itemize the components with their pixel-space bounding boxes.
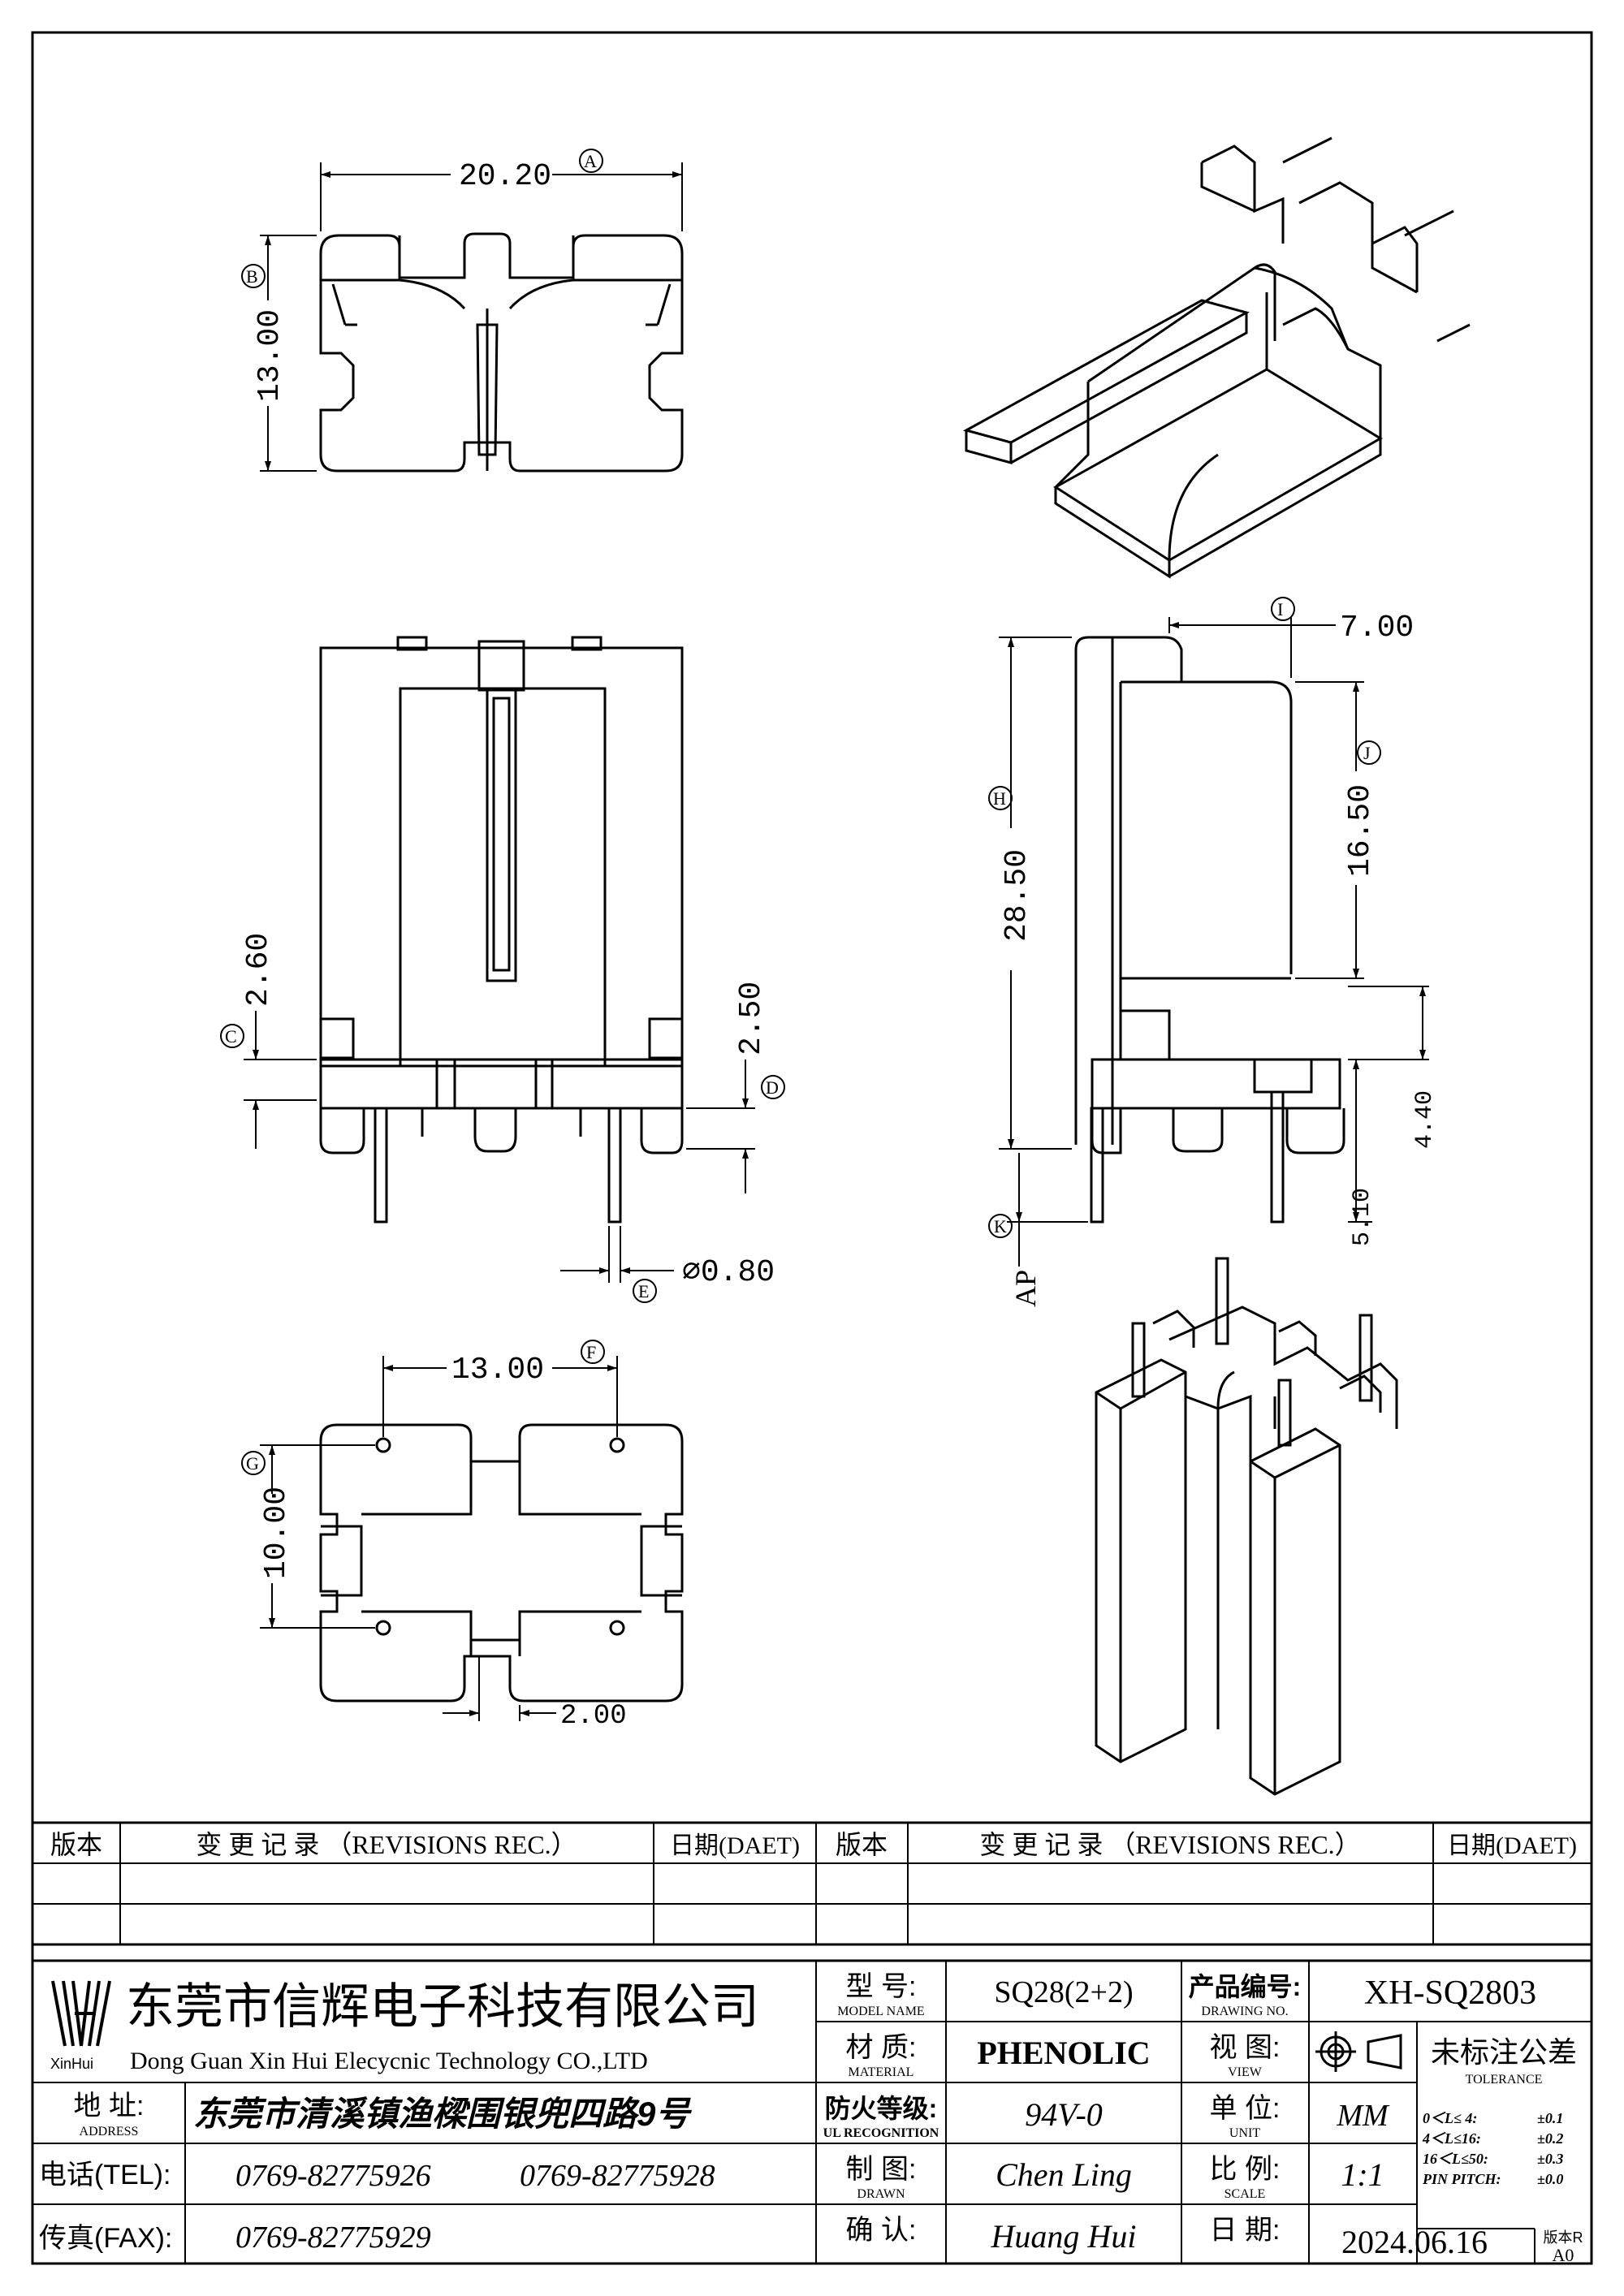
isometric-view-bottom	[1095, 1257, 1398, 1796]
dim-top-height: 13.00	[253, 309, 287, 402]
top-view	[319, 232, 684, 473]
dim-tag-a: A	[584, 151, 597, 171]
date-label: 日 期:	[1210, 2215, 1281, 2246]
dim-tag-k: K	[994, 1216, 1007, 1236]
dim-tag-j: J	[1363, 743, 1371, 763]
dim-tag-d: D	[766, 1077, 779, 1098]
isometric-view-top	[963, 136, 1471, 579]
bottom-view	[319, 1423, 684, 1703]
version-value: A0	[1553, 2245, 1574, 2265]
unit-label: 单 位:	[1210, 2093, 1281, 2124]
unit-value: MM	[1336, 2099, 1390, 2133]
dim-tag-f: F	[586, 1342, 596, 1362]
drawn-label-en: DRAWN	[857, 2187, 905, 2201]
title-block-grid	[31, 1959, 1593, 2265]
material-value: PHENOLIC	[977, 2035, 1150, 2071]
fax-label: 传真(FAX):	[39, 2223, 172, 2254]
tolerance-title-en: TOLERANCE	[1466, 2073, 1543, 2087]
dim-pin-dia: ∅0.80	[682, 1255, 775, 1290]
dim-side-ap: AP	[1009, 1270, 1042, 1307]
ul-label: 防火等级:	[825, 2094, 938, 2123]
fax-value: 0769-82775929	[235, 2220, 431, 2255]
top-view-dims	[241, 149, 683, 472]
address-label: 地 址:	[74, 2091, 145, 2121]
projection-symbol-icon	[1315, 2031, 1402, 2072]
revision-col-date: 日期(DAET)	[670, 1832, 800, 1859]
revision-col-record-2: 变 更 记 录 （REVISIONS REC.）	[979, 1830, 1360, 1859]
check-label: 确 认:	[846, 2215, 917, 2246]
dim-tag-h: H	[993, 788, 1006, 809]
drawn-label: 制 图:	[846, 2154, 917, 2185]
model-value: SQ28(2+2)	[994, 1975, 1133, 2009]
tolerance-title: 未标注公差	[1431, 2035, 1577, 2069]
tolerance-value-3: ±0.3	[1537, 2151, 1563, 2167]
dim-tag-c: C	[225, 1026, 237, 1047]
tel-value-2: 0769-82775928	[520, 2159, 715, 2193]
date-value: 2024.06.16	[1341, 2224, 1488, 2260]
drawing-no-value: XH-SQ2803	[1364, 1974, 1536, 2012]
revision-table	[31, 1821, 1593, 1946]
side-view	[1074, 636, 1345, 1224]
scale-value: 1:1	[1341, 2156, 1384, 2193]
company-name-en: Dong Guan Xin Hui Elecycnic Technology C…	[130, 2048, 648, 2074]
material-label: 材 质:	[846, 2032, 917, 2063]
logo-caption: XinHui	[50, 2056, 93, 2072]
model-label: 型 号:	[846, 1971, 917, 2002]
tolerance-range-4: PIN PITCH:	[1422, 2171, 1501, 2187]
check-value: Huang Hui	[991, 2218, 1137, 2255]
bottom-view-dims	[241, 1340, 618, 1721]
model-label-en: MODEL NAME	[837, 2005, 924, 2018]
tel-value-1: 0769-82775926	[235, 2159, 431, 2193]
dim-front-d: 2.50	[734, 982, 769, 1055]
dim-tag-i: I	[1277, 599, 1283, 619]
drawing-no-label-en: DRAWING NO.	[1201, 2005, 1288, 2018]
view-label: 视 图:	[1210, 2032, 1281, 2063]
dim-tag-b: B	[246, 266, 258, 287]
dim-side-width: 7.00	[1340, 611, 1414, 645]
tolerance-range-3: 16＜L≤50:	[1423, 2151, 1488, 2167]
material-label-en: MATERIAL	[849, 2065, 914, 2079]
revision-col-record: 变 更 记 录 （REVISIONS REC.）	[196, 1830, 577, 1859]
ul-label-en: UL RECOGNITION	[823, 2126, 939, 2140]
revision-col-version-2: 版本	[836, 1830, 888, 1859]
tolerance-range-2: 4＜L≤16:	[1422, 2130, 1481, 2147]
dim-side-height: 28.50	[1000, 849, 1034, 942]
address-label-en: ADDRESS	[80, 2125, 139, 2138]
view-label-en: VIEW	[1228, 2065, 1263, 2079]
dim-front-c: 2.60	[241, 933, 276, 1007]
dim-bottom-pitch-y: 10.00	[259, 1487, 294, 1579]
side-view-dims	[988, 597, 1429, 1267]
tolerance-value-1: ±0.1	[1537, 2110, 1563, 2126]
dim-side-window: 16.50	[1343, 784, 1378, 877]
unit-label-en: UNIT	[1229, 2126, 1260, 2140]
scale-label-en: SCALE	[1224, 2187, 1266, 2201]
dim-side-pin: 5.10	[1349, 1188, 1376, 1246]
dim-tag-g: G	[246, 1453, 259, 1474]
dim-tag-e: E	[638, 1281, 649, 1301]
tolerance-value-2: ±0.2	[1537, 2130, 1563, 2147]
version-label: 版本R	[1544, 2229, 1583, 2246]
company-logo	[51, 1980, 111, 2047]
drawing-no-label: 产品编号:	[1189, 1972, 1302, 2001]
scale-label: 比 例:	[1210, 2154, 1281, 2185]
company-name-cn: 东莞市信辉电子科技有限公司	[126, 1979, 759, 2034]
ul-value: 94V-0	[1025, 2096, 1103, 2133]
address-value: 东莞市清溪镇渔樑围银兜四路9号	[193, 2095, 692, 2133]
revision-col-date-2: 日期(DAET)	[1447, 1832, 1577, 1859]
tolerance-range-1: 0＜L≤ 4:	[1423, 2110, 1477, 2126]
dim-side-base: 4.40	[1411, 1090, 1439, 1149]
drawn-value: Chen Ling	[996, 2156, 1132, 2193]
revision-col-version: 版本	[50, 1830, 102, 1859]
tel-label: 电话(TEL):	[39, 2160, 171, 2190]
front-view	[319, 636, 684, 1224]
dim-top-width: 20.20	[459, 159, 551, 194]
tolerance-value-4: ±0.0	[1537, 2171, 1563, 2187]
dim-bottom-pitch-x: 13.00	[451, 1353, 544, 1388]
dim-bottom-slot: 2.00	[560, 1701, 627, 1732]
front-view-dims	[220, 1011, 785, 1303]
